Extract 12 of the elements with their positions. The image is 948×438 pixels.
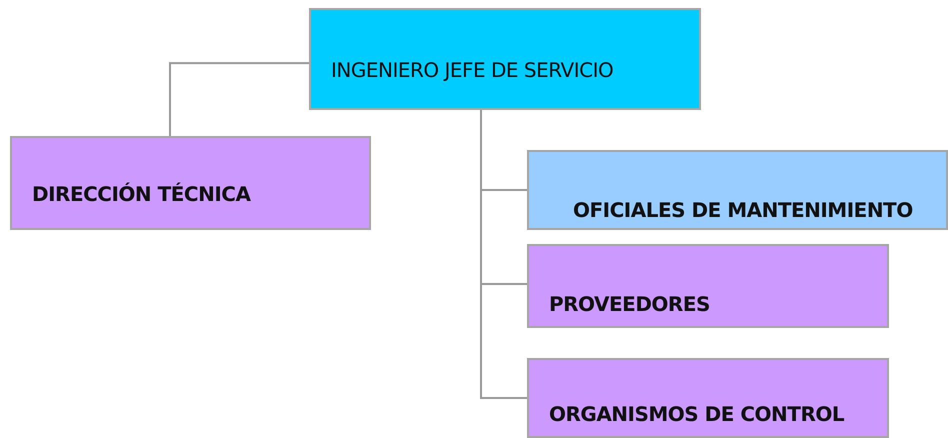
box-title: DIRECCIÓN TÉCNICA <box>32 182 250 206</box>
box-title: ORGANISMOS DE CONTROL <box>549 402 844 426</box>
connector-line <box>480 110 527 399</box>
box-title: INGENIERO JEFE DE SERVICIO <box>331 58 614 82</box>
org-box <box>527 358 889 438</box>
connector-line <box>169 62 309 136</box>
org-box <box>527 150 948 230</box>
org-box <box>309 8 701 110</box>
org-box <box>10 136 371 230</box>
box-title: PROVEEDORES <box>549 292 710 316</box>
org-box <box>527 244 889 328</box>
box-title: OFICIALES DE MANTENIMIENTO <box>573 198 913 222</box>
